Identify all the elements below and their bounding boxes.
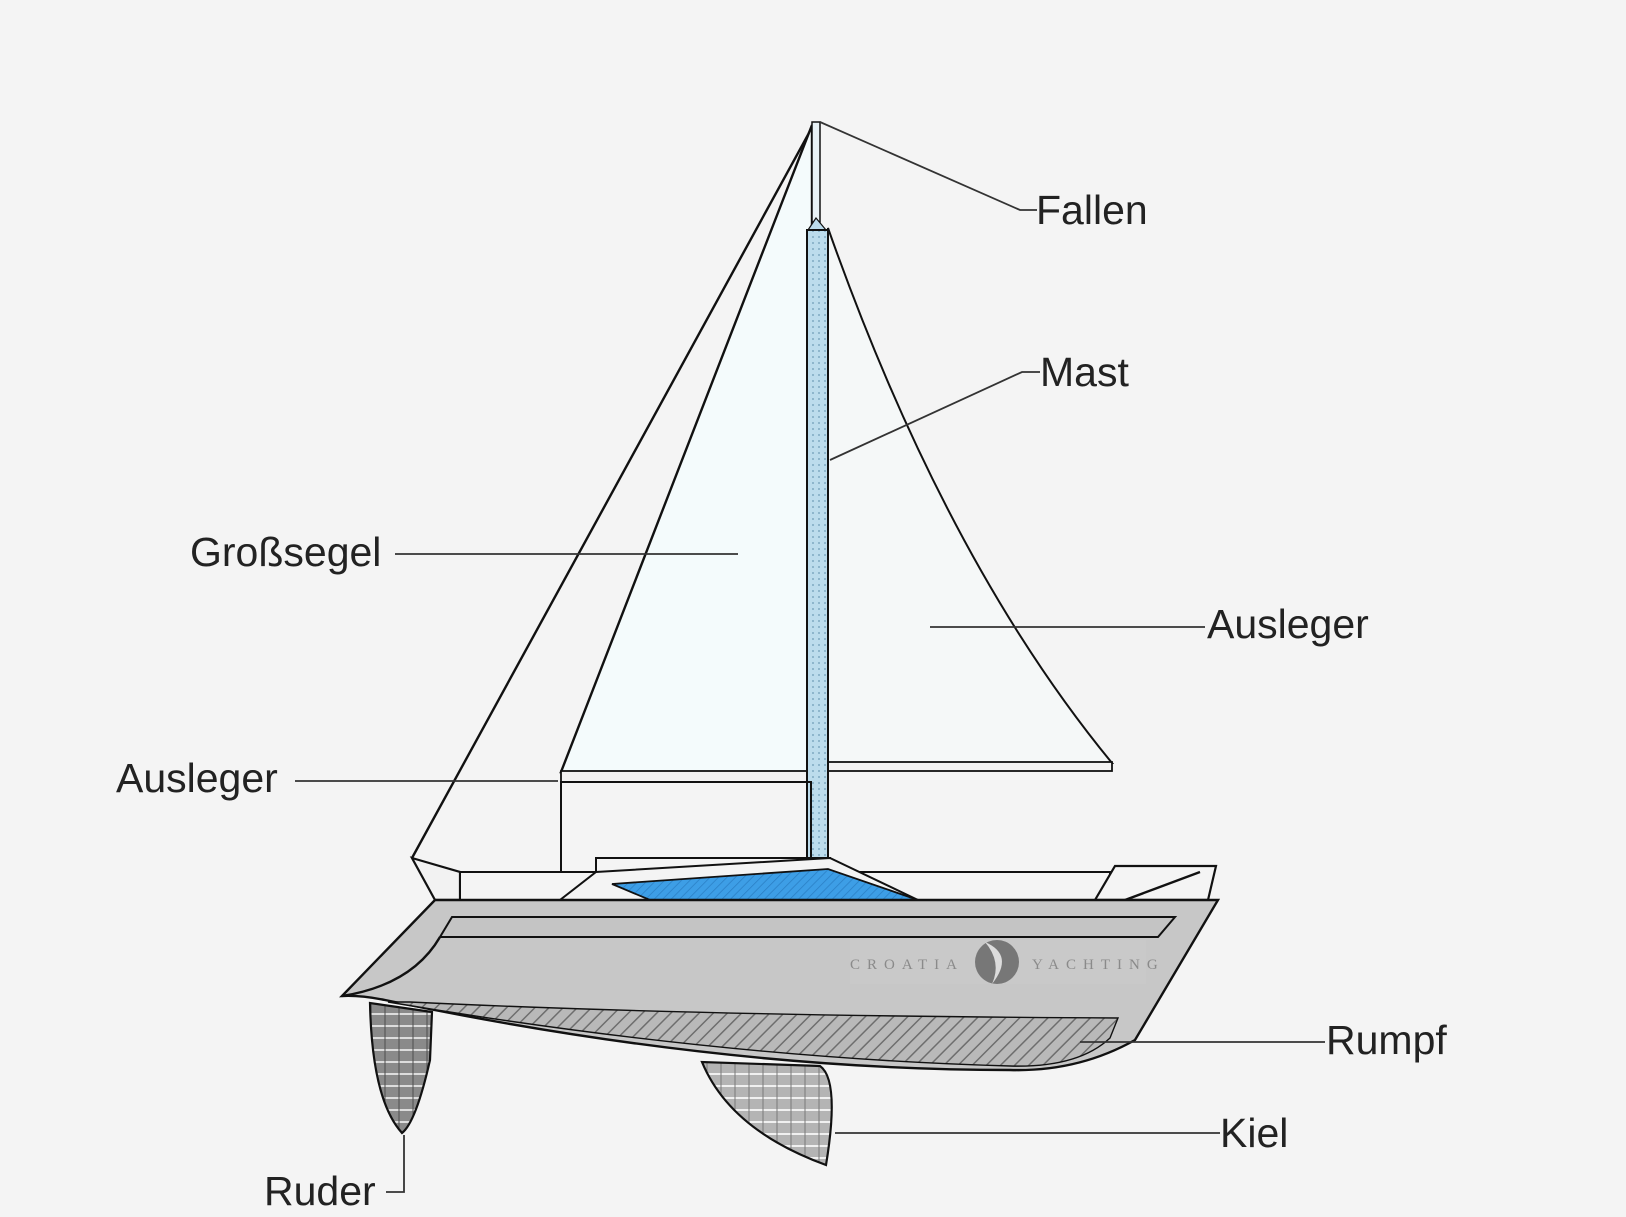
stern-pulpit-inner xyxy=(1124,870,1201,902)
hull-bottom xyxy=(387,1001,1120,1067)
forestay xyxy=(410,121,817,859)
hull-stripe xyxy=(438,916,1178,938)
foresail xyxy=(559,124,814,774)
label-ausleger-right: Ausleger xyxy=(1207,601,1369,647)
keel xyxy=(700,1060,833,1167)
stern-pulpit xyxy=(1093,864,1218,902)
mainsail xyxy=(827,227,1115,764)
label-ruder: Ruder xyxy=(264,1168,376,1214)
leader-fallen xyxy=(819,121,1037,211)
hull-bow-curve xyxy=(341,936,442,998)
watermark: CROATIA YACHTING xyxy=(850,940,1165,984)
boom-left xyxy=(560,770,812,783)
label-mast: Mast xyxy=(1040,349,1129,395)
boom-right xyxy=(827,761,1113,772)
bow-pulpit xyxy=(409,856,462,902)
mast-upper xyxy=(811,121,821,223)
label-grosssegel: Großsegel xyxy=(190,529,381,575)
rudder xyxy=(368,1001,434,1135)
label-rumpf: Rumpf xyxy=(1326,1017,1447,1063)
label-ausleger-left: Ausleger xyxy=(116,755,278,801)
sail-logo-icon xyxy=(975,940,1019,984)
watermark-right: YACHTING xyxy=(1032,957,1165,973)
mast xyxy=(806,229,829,859)
leader-ruder xyxy=(386,1135,405,1193)
label-kiel: Kiel xyxy=(1220,1110,1288,1156)
leader-mast xyxy=(829,371,1040,461)
label-fallen: Fallen xyxy=(1036,187,1148,233)
watermark-left: CROATIA xyxy=(850,957,964,973)
